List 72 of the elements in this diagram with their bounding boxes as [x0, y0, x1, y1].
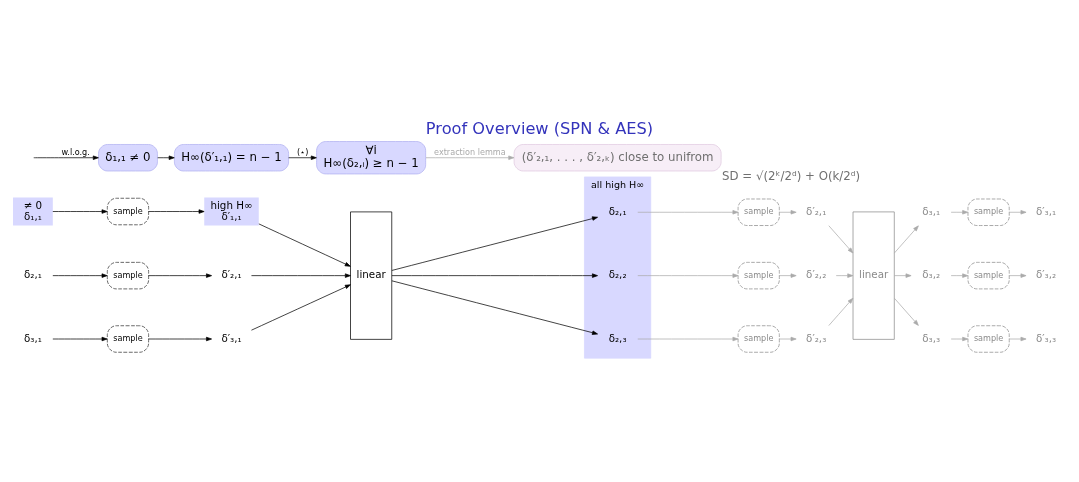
node-box: linear	[350, 211, 393, 340]
node-text: δ′₂,₂	[806, 268, 827, 281]
node-box: sample	[967, 325, 1010, 353]
node-text: δ₃,₁	[922, 204, 941, 217]
diagram-title: Proof Overview (SPN & AES)	[425, 118, 654, 138]
arrow	[893, 273, 912, 278]
arrow	[148, 209, 205, 214]
arrow	[148, 273, 212, 278]
node-box: H∞(δ′₁,₁) = n − 1	[174, 144, 289, 172]
edge-label: w.l.o.g.	[61, 147, 90, 158]
arrow	[893, 225, 919, 254]
node-text: δ₃,₁	[24, 331, 42, 344]
node-label: SD = √(2ᵏ/2ᵈ) + O(k/2ᵈ)	[722, 169, 861, 184]
arrow	[950, 336, 969, 342]
arrow	[779, 336, 797, 342]
arrow	[950, 210, 969, 215]
node-box: sample	[967, 198, 1010, 226]
arrow	[779, 273, 797, 278]
node-box: linear	[852, 211, 895, 340]
arrow	[258, 223, 351, 267]
arrow	[637, 273, 739, 278]
node-box: sample	[737, 262, 780, 290]
node-box: sample	[106, 197, 149, 226]
arrow	[148, 336, 212, 342]
node-box: (δ′₂,₁, . . . , δ′₂,ₖ) close to unifrom	[513, 144, 722, 172]
node-text: δ₂,₁	[24, 268, 42, 281]
arrow	[157, 155, 175, 160]
arrow	[637, 210, 739, 215]
arrow	[828, 297, 854, 326]
node-box: δ₁,₁ ≠ 0	[98, 144, 158, 172]
node-text: δ′₂,₁	[806, 204, 827, 217]
node-text: δ′₃,₁	[221, 331, 242, 344]
node-box: sample	[106, 325, 149, 353]
node-box: sample	[737, 325, 780, 353]
arrow	[1008, 336, 1027, 342]
edge-label: (⋆)	[296, 147, 309, 158]
arrow	[828, 225, 854, 254]
node-box: sample	[106, 262, 149, 290]
arrow	[637, 336, 739, 342]
node-text: δ₃,₃	[922, 331, 941, 344]
arrow	[52, 273, 108, 278]
arrow	[288, 155, 317, 160]
arrow	[33, 155, 99, 160]
arrow	[950, 273, 969, 278]
arrow	[1008, 210, 1027, 215]
arrow	[779, 210, 797, 215]
node-text: δ′₃,₁	[1035, 204, 1057, 217]
node-text: δ₂,₂	[608, 268, 627, 281]
arrow	[52, 336, 108, 342]
node-box: sample	[967, 262, 1010, 290]
node-text: δ′₂,₁	[221, 268, 242, 281]
node-text: δ₃,₂	[922, 268, 941, 281]
arrow	[835, 273, 854, 278]
node-box: sample	[737, 198, 780, 226]
node-text: δ′₃,₂	[1035, 268, 1057, 281]
arrow	[251, 284, 351, 331]
node-text: δ₂,₃	[608, 331, 627, 344]
arrow	[1008, 273, 1027, 278]
arrow	[893, 297, 919, 326]
arrow	[391, 216, 598, 271]
arrow	[251, 273, 351, 278]
arrow	[391, 280, 598, 335]
edge-label: extraction lemma	[434, 147, 506, 158]
node-text: δ₂,₁	[608, 204, 627, 217]
arrow	[52, 209, 108, 214]
node-box: ≠ 0 δ₁,₁	[13, 197, 53, 226]
node-box: ∀i H∞(δ₂,ᵢ) ≥ n − 1	[316, 141, 427, 175]
node-text: δ′₃,₃	[1035, 331, 1057, 344]
node-text: δ′₂,₃	[806, 331, 827, 344]
node-box: high H∞ δ′₁,₁	[204, 197, 259, 226]
arrow	[391, 273, 598, 278]
arrow	[425, 155, 515, 160]
